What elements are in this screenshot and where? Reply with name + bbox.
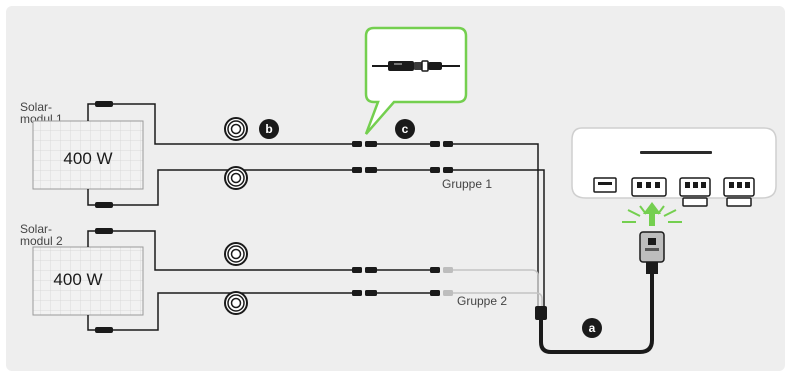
solar-plug-icon bbox=[639, 231, 665, 274]
cable-coil-icon bbox=[224, 117, 248, 141]
mc4-connector-icon bbox=[372, 60, 460, 72]
up-arrow-icon bbox=[643, 202, 661, 226]
cable-coil-icon bbox=[224, 166, 248, 190]
svg-text:c: c bbox=[402, 122, 409, 136]
cable-coil-icon bbox=[224, 242, 248, 266]
mc4-connector-icon bbox=[95, 202, 113, 208]
brand-logo bbox=[640, 151, 712, 154]
badge-c: c bbox=[395, 119, 415, 139]
module-2-label-line2: modul 2 bbox=[20, 234, 63, 248]
svg-text:a: a bbox=[589, 321, 596, 335]
port-2 bbox=[679, 177, 711, 207]
module-2-label-line1: Solar- bbox=[20, 222, 52, 236]
background-panel bbox=[6, 6, 785, 371]
cable-coil-icon bbox=[224, 291, 248, 315]
group-2-label: Gruppe 2 bbox=[457, 294, 507, 308]
badge-a: a bbox=[582, 318, 602, 338]
group-2-cables: Gruppe 2 bbox=[352, 267, 543, 310]
svg-text:b: b bbox=[265, 122, 272, 136]
solar-module-1: Solar- modul 1 400 W bbox=[20, 100, 360, 208]
group-1-cables: Gruppe 1 bbox=[352, 141, 545, 310]
mc4-connector-icon bbox=[95, 101, 113, 107]
module-1-cells bbox=[32, 120, 144, 190]
group-1-label: Gruppe 1 bbox=[442, 177, 492, 191]
connector-callout bbox=[364, 26, 468, 135]
module-1-power: 400 W bbox=[63, 149, 112, 168]
solar-module-2: Solar- modul 2 400 W bbox=[20, 222, 360, 333]
module-2-cells bbox=[32, 246, 144, 316]
badge-b: b bbox=[259, 119, 279, 139]
main-cable bbox=[535, 272, 654, 354]
inverter-unit bbox=[571, 127, 777, 207]
solar-port bbox=[631, 177, 667, 197]
module-1-label-line1: Solar- bbox=[20, 100, 52, 114]
highlight-glow bbox=[622, 205, 682, 223]
mc4-connector-icon bbox=[95, 228, 113, 234]
mc4-connector-icon bbox=[95, 327, 113, 333]
port-3 bbox=[723, 177, 755, 207]
module-2-power: 400 W bbox=[53, 270, 102, 289]
